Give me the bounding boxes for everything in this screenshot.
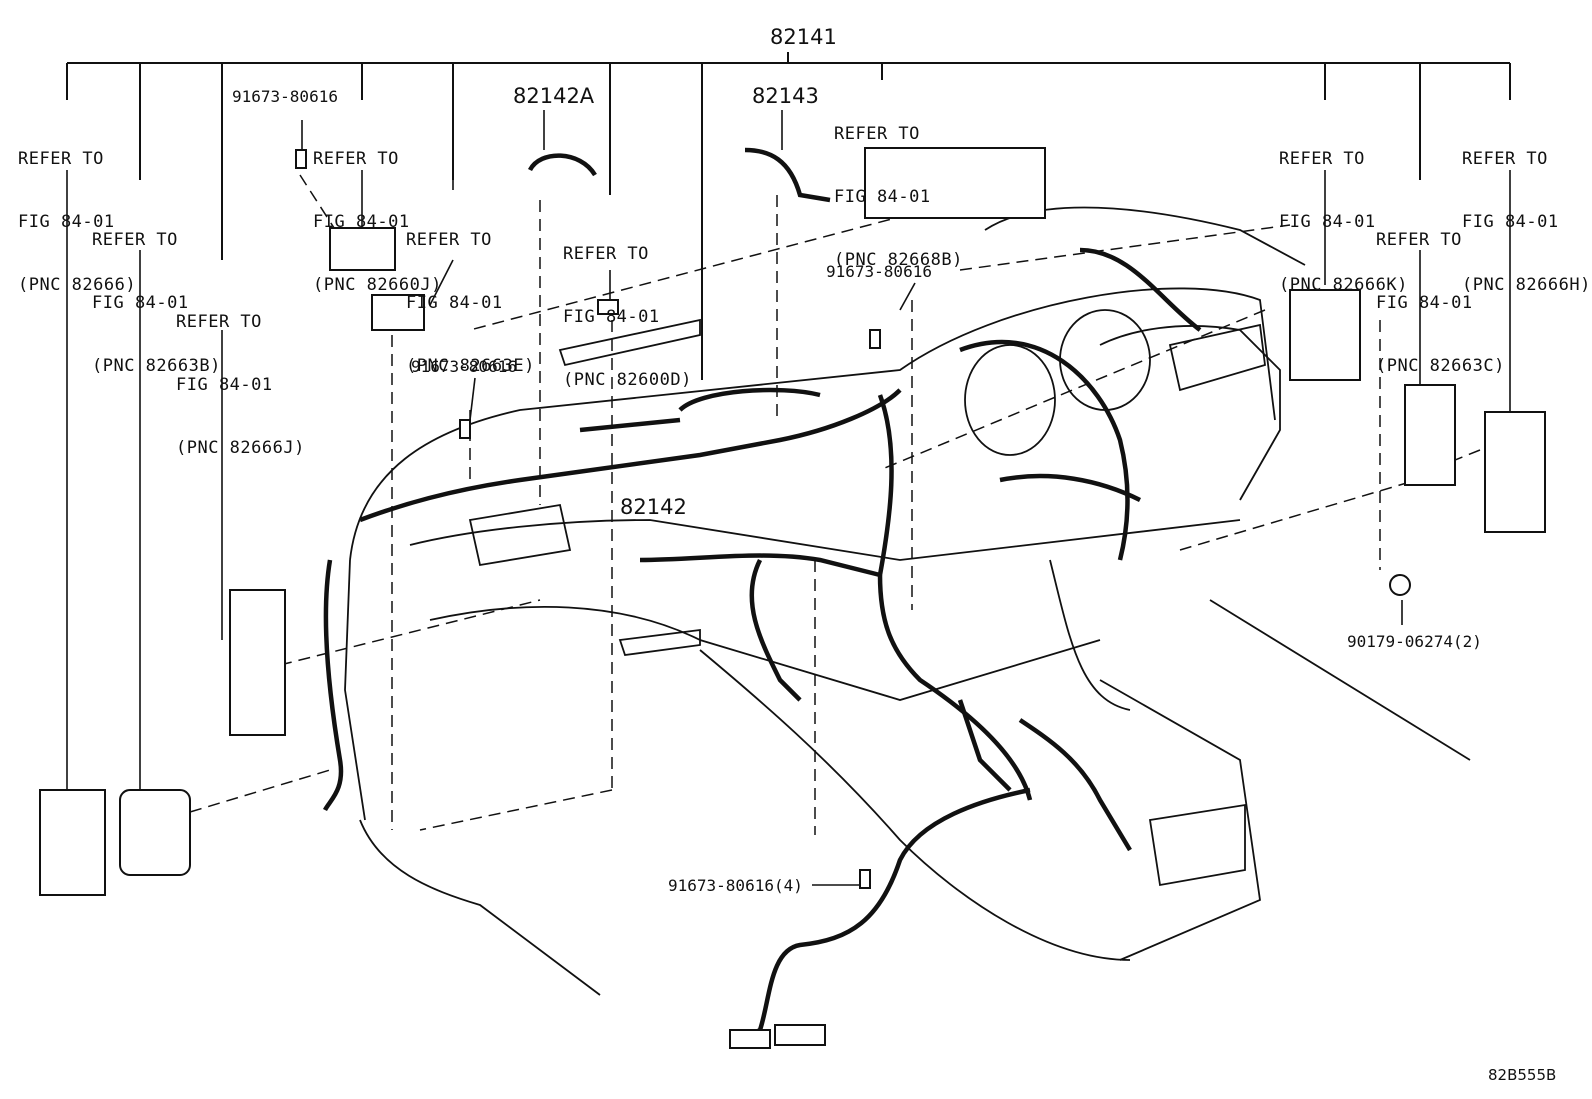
module-82666k-icon[interactable] <box>1289 289 1361 381</box>
refer-label[interactable]: REFER TO FIG 84-01 (PNC 82663C) <box>1376 188 1505 398</box>
ecu-82668b-icon[interactable] <box>864 147 1046 219</box>
fastener-label[interactable]: 90179-06274(2) <box>1347 632 1482 651</box>
refer-line1: REFER TO <box>1462 149 1548 169</box>
main-part-bracket <box>66 52 1511 380</box>
refer-label[interactable]: REFER TO FIG 84-01 (PNC 82663B) <box>92 188 221 398</box>
refer-label[interactable]: REFER TO FIG 84-01 (PNC 82663E) <box>406 188 535 398</box>
part-number-82142[interactable]: 82142 <box>620 495 687 519</box>
refer-line1: REFER TO <box>92 230 178 250</box>
refer-line3: (PNC 82668B) <box>834 250 963 270</box>
refer-line2: FIG 84-01 <box>18 212 115 232</box>
refer-line1: REFER TO <box>1376 230 1462 250</box>
refer-line2: FIG 84-01 <box>563 307 660 327</box>
refer-label[interactable]: REFER TO FIG 84-01 (PNC 82666J) <box>176 270 305 480</box>
refer-line3: (PNC 82666J) <box>176 438 305 458</box>
refer-line1: REFER TO <box>313 149 399 169</box>
refer-line2: FIG 84-01 <box>406 293 503 313</box>
module-82666h-icon[interactable] <box>1484 411 1546 533</box>
part-number-82143[interactable]: 82143 <box>752 84 819 108</box>
refer-line3: (PNC 82666K) <box>1279 275 1408 295</box>
dashed-relation-lines <box>189 174 1481 835</box>
refer-line1: REFER TO <box>406 230 492 250</box>
refer-line2: FIG 84-01 <box>313 212 410 232</box>
fastener-label[interactable]: 91673-80616 <box>411 357 517 376</box>
bolt-icon[interactable] <box>869 329 881 349</box>
module-82660j-icon[interactable] <box>329 227 396 271</box>
refer-line2: FIG 84-01 <box>1376 293 1473 313</box>
relay-block-icon[interactable] <box>119 789 191 876</box>
refer-line2: FIG 84-01 <box>1462 212 1559 232</box>
bolt-icon[interactable] <box>859 869 871 889</box>
connector-bracket-icon[interactable] <box>229 589 286 736</box>
refer-label[interactable]: REFER TO FIG 84-01 (PNC 82660J) <box>313 107 442 317</box>
part-number-82142a[interactable]: 82142A <box>513 84 595 108</box>
refer-line2: FIG 84-01 <box>176 375 273 395</box>
refer-line1: REFER TO <box>563 244 649 264</box>
refer-line1: REFER TO <box>834 124 920 144</box>
bolt-icon[interactable] <box>295 149 307 169</box>
leader-lines <box>66 110 1511 886</box>
refer-line3: (PNC 82660J) <box>313 275 442 295</box>
refer-label[interactable]: REFER TO FIG 84-01 (PNC 82666) <box>18 107 136 317</box>
fastener-label[interactable]: 91673-80616(4) <box>668 876 803 895</box>
module-82663e-icon[interactable] <box>371 294 425 331</box>
refer-line1: REFER TO <box>1279 149 1365 169</box>
refer-line2: FIG 84-01 <box>834 187 931 207</box>
refer-line2: FIG 84-01 <box>92 293 189 313</box>
refer-line1: REFER TO <box>176 312 262 332</box>
refer-label[interactable]: REFER TO FIG 84-01 (PNC 82600D) <box>563 202 692 412</box>
refer-label[interactable]: REFER TO FIG 84-01 (PNC 82666H) <box>1462 107 1591 317</box>
diagram-code: 82B555B <box>1488 1066 1557 1084</box>
refer-line3: (PNC 82663E) <box>406 356 535 376</box>
refer-line3: (PNC 82666) <box>18 275 137 295</box>
junction-block-icon[interactable] <box>39 789 106 896</box>
fastener-label[interactable]: 91673-80616 <box>826 262 932 281</box>
clip-90179-icon[interactable] <box>1389 574 1411 596</box>
refer-line3: (PNC 82666H) <box>1462 275 1591 295</box>
refer-line3: (PNC 82663B) <box>92 356 221 376</box>
components[interactable] <box>39 147 1546 1049</box>
refer-line3: (PNC 82600D) <box>563 370 692 390</box>
refer-line1: REFER TO <box>18 149 104 169</box>
dashboard-outline <box>344 206 1471 996</box>
wiring-harness <box>322 147 1202 1043</box>
part-number-82141[interactable]: 82141 <box>770 25 837 49</box>
module-82663c-icon[interactable] <box>1404 384 1456 486</box>
refer-line2: FIG 84-01 <box>1279 212 1376 232</box>
floor-connector-icon[interactable] <box>729 1029 771 1049</box>
fastener-label[interactable]: 91673-80616 <box>232 87 338 106</box>
bolt-icon[interactable] <box>459 419 471 439</box>
refer-line3: (PNC 82663C) <box>1376 356 1505 376</box>
refer-label[interactable]: REFER TO FIG 84-01 (PNC 82666K) <box>1279 107 1408 317</box>
floor-connector-icon[interactable] <box>774 1024 826 1046</box>
refer-label[interactable]: REFER TO FIG 84-01 (PNC 82668B) <box>834 82 963 292</box>
connector-82600d-icon[interactable] <box>597 299 619 315</box>
